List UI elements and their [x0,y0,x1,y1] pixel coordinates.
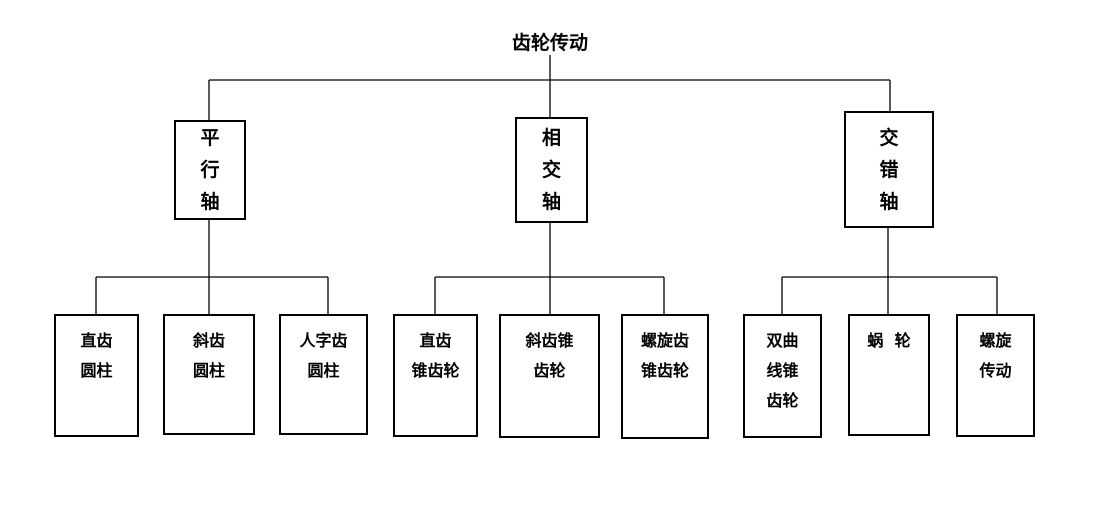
category-label-char: 交 [879,126,899,149]
leaf-label-line: 传动 [979,361,1012,380]
leaf-label-line: 锥齿轮 [640,361,689,380]
category-box-crossed-axis: 交 错 轴 [844,111,934,228]
category-label-char: 错 [879,158,899,181]
category-label-char: 平 [200,127,220,149]
leaf-label-line: 直齿 [419,331,452,350]
leaf-label-line: 斜齿 [192,331,225,350]
leaf-label-line: 锥齿轮 [411,361,460,380]
root-node-title: 齿轮传动 [511,32,588,54]
category-label-char: 交 [541,159,561,181]
leaf-label-line: 斜齿锥 [525,331,574,350]
leaf-label-line: 圆柱 [192,361,225,380]
leaf-box-spiral-bevel: 螺旋齿 锥齿轮 [621,314,709,439]
leaf-label-line: 蜗 轮 [867,331,911,350]
category-label-char: 相 [541,127,561,149]
category-label-char: 轴 [200,191,220,213]
category-box-intersecting-axis: 相 交 轴 [515,117,588,223]
leaf-label-line: 直齿 [80,331,113,350]
leaf-box-straight-bevel: 直齿 锥齿轮 [393,314,478,437]
leaf-box-helical-bevel: 斜齿锥 齿轮 [499,314,600,438]
leaf-label-line: 齿轮 [533,361,566,380]
leaf-box-spur-cylindrical: 直齿 圆柱 [54,314,139,437]
leaf-box-herringbone-cylindrical: 人字齿 圆柱 [279,314,368,435]
category-label-char: 轴 [879,190,899,213]
leaf-box-screw-gear: 螺旋 传动 [956,314,1035,437]
leaf-box-helical-cylindrical: 斜齿 圆柱 [163,314,255,435]
leaf-label-line: 人字齿 [299,331,348,350]
category-label-char: 轴 [541,191,561,213]
leaf-box-worm-gear: 蜗 轮 [848,314,930,436]
leaf-label-line: 圆柱 [307,361,340,380]
leaf-label-line: 双曲 [766,331,799,350]
leaf-label-line: 线锥 [766,361,799,380]
leaf-label-line: 螺旋齿 [640,331,689,350]
leaf-label-line: 螺旋 [979,331,1012,350]
category-label-char: 行 [200,159,220,181]
category-box-parallel-axis: 平 行 轴 [174,120,246,220]
leaf-box-hypoid-bevel: 双曲 线锥 齿轮 [743,314,822,438]
leaf-label-line: 圆柱 [80,361,113,380]
leaf-label-line: 齿轮 [766,391,799,410]
